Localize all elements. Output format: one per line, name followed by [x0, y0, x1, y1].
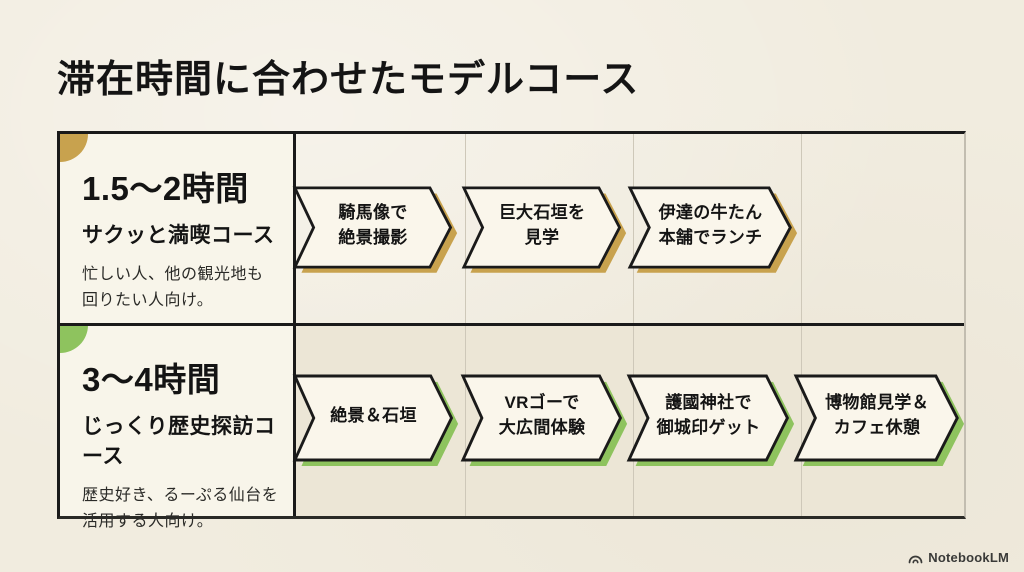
step-label: 博物館見学＆ カフェ休憩 — [825, 393, 929, 437]
row2-header-cell: 3〜4時間 じっくり歴史探訪コース 歴史好き、るーぷる仙台を 活用する人向け。 — [60, 325, 293, 530]
notebooklm-logo-icon — [908, 555, 923, 563]
row-divider — [60, 323, 964, 326]
notebooklm-branding: NotebookLM — [908, 550, 1009, 565]
step-label: 護國神社で 御城印ゲット — [656, 393, 761, 437]
chevron-arrow-shape — [626, 374, 795, 466]
row2-course-description: 歴史好き、るーぷる仙台を 活用する人向け。 — [82, 487, 279, 530]
step-chevron-row1-2: 巨大石垣を 見学 — [461, 186, 628, 273]
chevron-arrow-shape — [292, 374, 459, 466]
step-chevron-row2-2: VRゴーで 大広間体験 — [460, 374, 629, 466]
chevron-arrow-shape — [460, 374, 628, 466]
step-chevron-row2-1: 絶景＆石垣 — [292, 374, 460, 466]
step-chevron-row2-4: 博物館見学＆ カフェ休憩 — [793, 374, 966, 466]
chevron-arrow-shape — [292, 186, 458, 273]
step-label: 巨大石垣を 見学 — [498, 202, 586, 247]
row1-header-cell: 1.5〜2時間 サクッと満喫コース 忙しい人、他の観光地も 回りたい人向け。 — [60, 134, 293, 323]
model-course-table: 1.5〜2時間 サクッと満喫コース 忙しい人、他の観光地も 回りたい人向け。 3… — [57, 131, 966, 530]
step-label: VRゴーで 大広間体験 — [498, 393, 586, 437]
row1-course-description: 忙しい人、他の観光地も 回りたい人向け。 — [82, 266, 264, 309]
row2-duration: 3〜4時間 — [82, 361, 221, 398]
step-chevron-row1-3: 伊達の牛たん 本舗でランチ — [627, 186, 799, 273]
corner-accent-gold — [60, 134, 88, 162]
notebooklm-logo-text: NotebookLM — [928, 550, 1009, 565]
row2-course-name: じっくり歴史探訪コース — [82, 415, 276, 468]
page-title: 滞在時間に合わせたモデルコース — [57, 59, 640, 101]
chevron-arrow-shape — [793, 374, 965, 466]
chevron-arrow-shape — [627, 186, 798, 273]
step-chevron-row1-1: 騎馬像で 絶景撮影 — [292, 186, 459, 273]
row1-duration: 1.5〜2時間 — [82, 170, 249, 207]
step-label: 絶景＆石垣 — [330, 405, 417, 425]
step-label: 騎馬像で 絶景撮影 — [338, 202, 408, 247]
step-label: 伊達の牛たん 本舗でランチ — [658, 202, 763, 247]
corner-accent-green — [60, 325, 88, 353]
chevron-arrow-shape — [461, 186, 627, 273]
step-chevron-row2-3: 護國神社で 御城印ゲット — [626, 374, 796, 466]
row1-course-name: サクッと満喫コース — [82, 224, 275, 247]
